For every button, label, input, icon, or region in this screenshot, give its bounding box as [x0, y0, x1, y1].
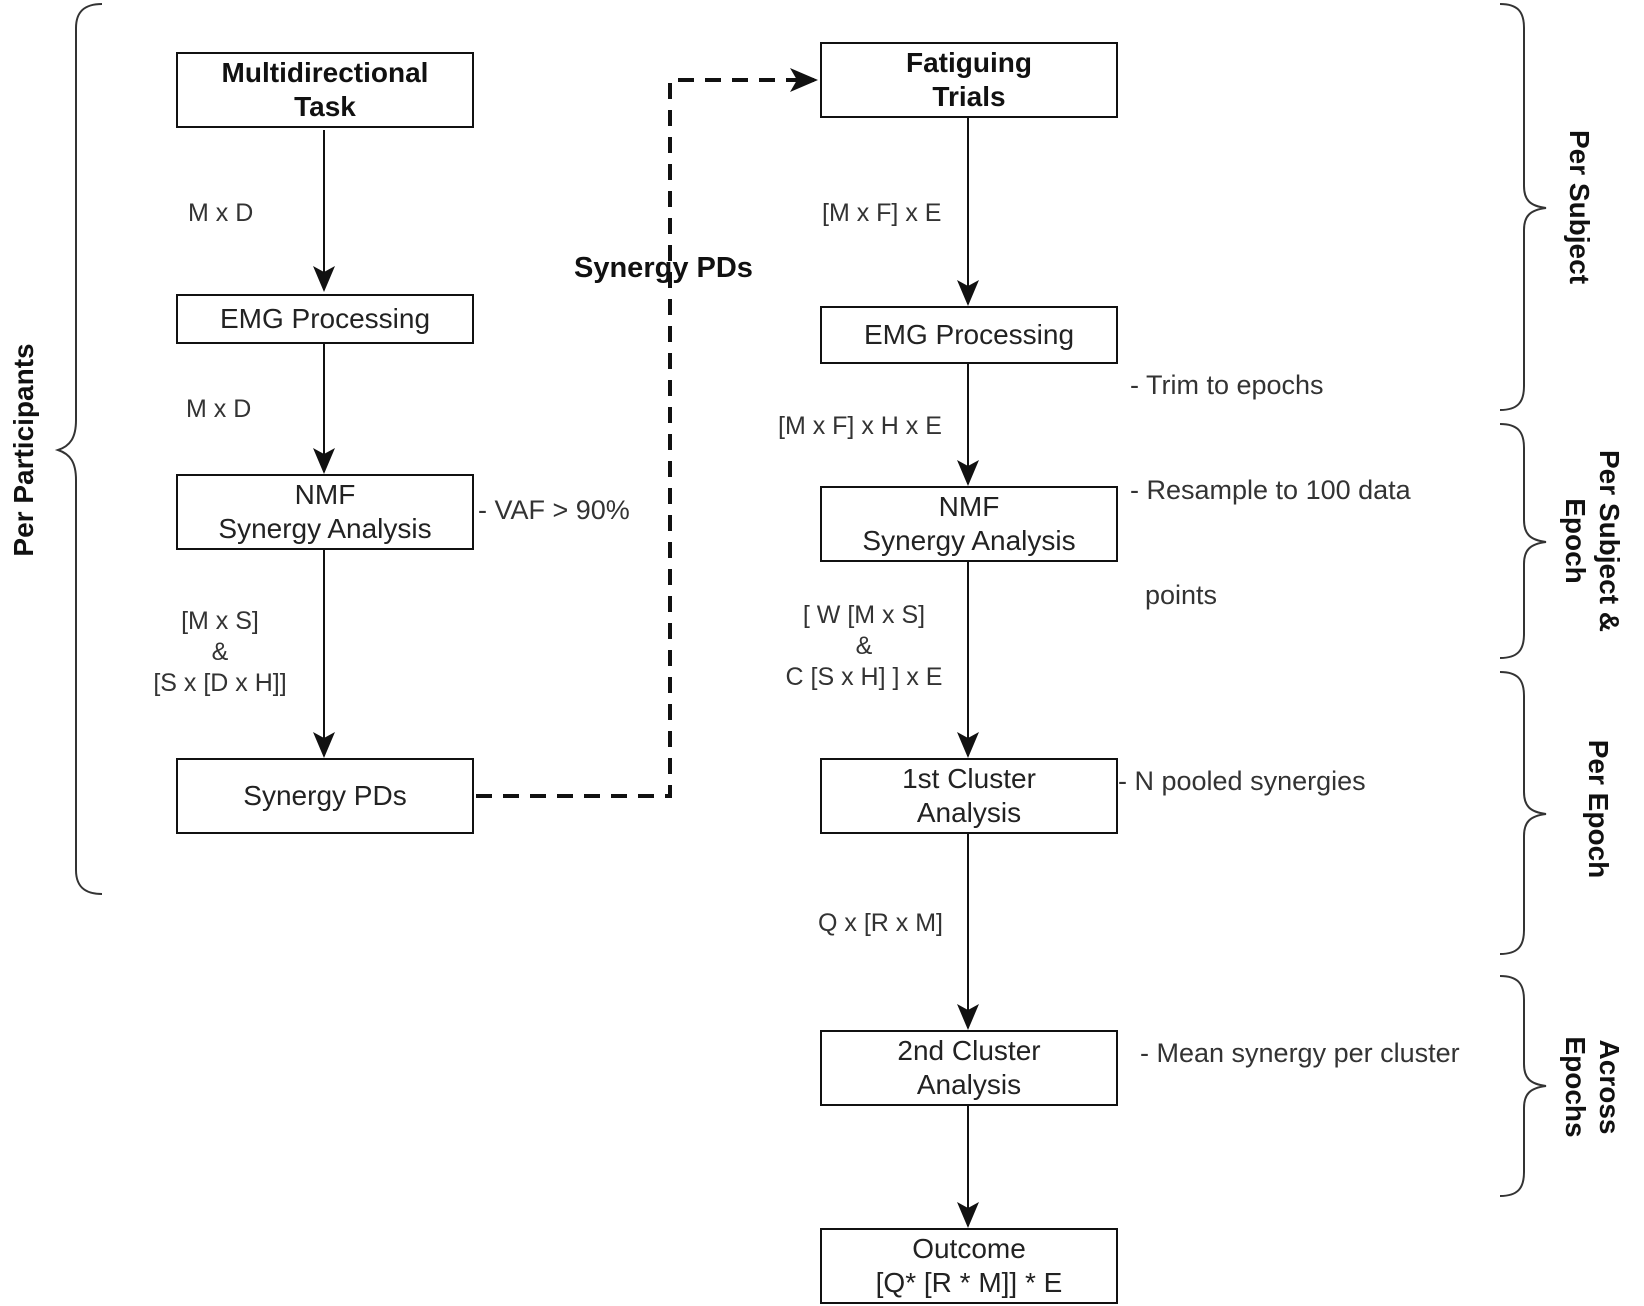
box-nmf-synergy-right-line2: Synergy Analysis: [862, 525, 1076, 556]
box-outcome: Outcome [Q* [R * M]] * E: [820, 1228, 1118, 1304]
note-emg-processing-line3: points: [1130, 580, 1218, 610]
edge-label-nmf-to-cluster1-line3: C [S x H] ] x E: [785, 663, 943, 691]
bracket-label-per-subject-epoch-line2: Epoch: [1560, 498, 1591, 584]
box-nmf-synergy-left-line2: Synergy Analysis: [218, 513, 432, 544]
brace-across-epochs: [1499, 975, 1547, 1197]
bracket-label-per-participants: Per Participants: [8, 343, 39, 557]
brace-per-subject-epoch: [1499, 423, 1547, 659]
box-synergy-pds: Synergy PDs: [176, 758, 474, 834]
box-nmf-synergy-left-line1: NMF: [294, 479, 356, 510]
box-emg-processing-left: EMG Processing: [176, 294, 474, 344]
box-nmf-synergy-right: NMF Synergy Analysis: [820, 486, 1118, 562]
box-multidirectional-task-line2: Task: [294, 91, 356, 122]
box-second-cluster-line1: 2nd Cluster: [897, 1035, 1041, 1066]
box-fatiguing-trials-line2: Trials: [932, 81, 1006, 112]
bracket-label-across-epochs: Across Epochs: [1558, 1036, 1626, 1137]
brace-per-participants: [54, 3, 103, 895]
bracket-label-per-subject-epoch: Per Subject & Epoch: [1558, 450, 1626, 632]
edge-label-task-to-emg: M x D: [188, 199, 254, 227]
box-second-cluster-line2: Analysis: [916, 1069, 1022, 1100]
edge-label-emg-to-nmf-right: [M x F] x H x E: [778, 412, 942, 440]
edge-label-emg-to-nmf: M x D: [186, 395, 252, 423]
edge-label-trials-to-emg: [M x F] x E: [822, 199, 942, 227]
note-emg-processing-line1: - Trim to epochs: [1130, 370, 1324, 400]
box-second-cluster: 2nd Cluster Analysis: [820, 1030, 1118, 1106]
connector-label-synergy-pds: Synergy PDs: [574, 252, 753, 284]
edge-label-nmf-to-pds: [M x S] & [S x [D x H]]: [140, 606, 300, 699]
dashed-connector: [476, 78, 814, 798]
brace-per-subject: [1499, 3, 1547, 411]
dashed-connector-arrowhead: [790, 68, 818, 92]
box-emg-processing-right: EMG Processing: [820, 306, 1118, 364]
box-synergy-pds-label: Synergy PDs: [243, 780, 407, 811]
box-outcome-line1: Outcome: [912, 1233, 1026, 1264]
edge-label-cluster1-to-cluster2: Q x [R x M]: [818, 909, 943, 937]
note-second-cluster: - Mean synergy per cluster: [1140, 1038, 1460, 1068]
box-first-cluster-line2: Analysis: [916, 797, 1022, 828]
bracket-label-per-subject-epoch-line1: Per Subject &: [1594, 449, 1625, 633]
box-outcome-line2: [Q* [R * M]] * E: [875, 1267, 1063, 1298]
edge-label-nmf-to-pds-line3: [S x [D x H]]: [153, 669, 287, 697]
box-fatiguing-trials-line1: Fatiguing: [906, 47, 1032, 78]
box-emg-processing-right-label: EMG Processing: [863, 319, 1075, 350]
box-multidirectional-task-line1: Multidirectional: [221, 57, 429, 88]
edge-label-nmf-to-cluster1-line2: &: [855, 632, 873, 660]
note-emg-processing: - Trim to epochs - Resample to 100 data …: [1130, 298, 1411, 683]
box-fatiguing-trials: Fatiguing Trials: [820, 42, 1118, 118]
note-emg-processing-line2: - Resample to 100 data: [1130, 475, 1411, 505]
bracket-label-across-epochs-line2: Epochs: [1560, 1036, 1591, 1138]
bracket-label-per-subject: Per Subject: [1564, 129, 1595, 285]
bracket-label-across-epochs-line1: Across: [1594, 1039, 1625, 1135]
edge-label-nmf-to-cluster1: [ W [M x S] & C [S x H] ] x E: [764, 600, 964, 693]
box-first-cluster-line1: 1st Cluster: [902, 763, 1036, 794]
box-nmf-synergy-right-line1: NMF: [938, 491, 1000, 522]
box-nmf-synergy-left: NMF Synergy Analysis: [176, 474, 474, 550]
box-first-cluster: 1st Cluster Analysis: [820, 758, 1118, 834]
box-multidirectional-task: Multidirectional Task: [176, 52, 474, 128]
edge-label-nmf-to-pds-line2: &: [211, 638, 229, 666]
brace-per-epoch: [1499, 671, 1547, 955]
edge-label-nmf-to-cluster1-line1: [ W [M x S]: [802, 601, 926, 629]
note-first-cluster: - N pooled synergies: [1118, 766, 1366, 796]
bracket-label-per-epoch: Per Epoch: [1583, 739, 1614, 879]
note-vaf: - VAF > 90%: [478, 495, 630, 525]
edge-label-nmf-to-pds-line1: [M x S]: [181, 607, 259, 635]
box-emg-processing-left-label: EMG Processing: [219, 303, 431, 334]
